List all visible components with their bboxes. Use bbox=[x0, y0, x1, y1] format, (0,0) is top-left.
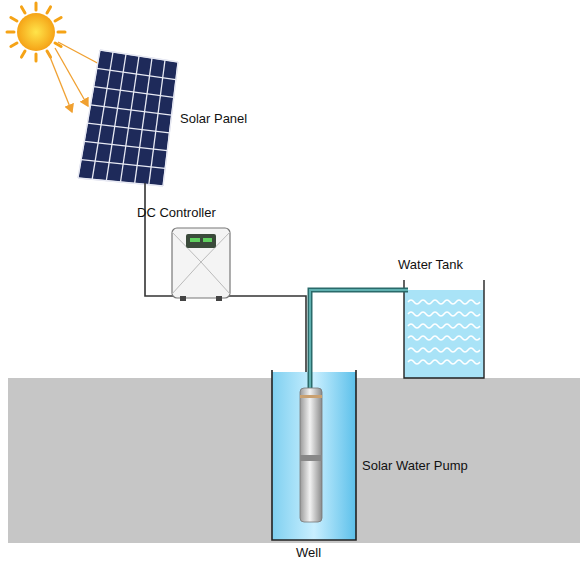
panel-grid-line bbox=[121, 56, 140, 182]
panel-grid-line bbox=[97, 68, 176, 79]
sun-ray bbox=[7, 31, 14, 34]
sun bbox=[7, 3, 65, 61]
panel-grid-line bbox=[78, 50, 100, 178]
panel-grid-line bbox=[81, 160, 165, 169]
sun-ray bbox=[58, 31, 65, 34]
panel-grid-line bbox=[163, 62, 178, 186]
solar-water-pump bbox=[300, 388, 322, 522]
sun-ray bbox=[11, 43, 17, 47]
panel-grid-line bbox=[78, 178, 163, 186]
sun-ray bbox=[35, 54, 38, 61]
panel-grid-line bbox=[149, 60, 165, 185]
well bbox=[272, 370, 356, 540]
water-wave bbox=[408, 300, 480, 304]
panel-grid-line bbox=[84, 141, 167, 150]
part-label: Solar Panel bbox=[180, 112, 247, 126]
water-wave bbox=[408, 348, 480, 352]
sun-ray bbox=[22, 7, 26, 13]
panel-grid-line bbox=[91, 105, 172, 115]
part-label: Solar Water Pump bbox=[362, 459, 468, 473]
water-wave bbox=[408, 336, 480, 340]
panel-grid-line bbox=[135, 58, 152, 183]
solar-panel bbox=[78, 50, 178, 186]
panel-grid-line bbox=[87, 123, 169, 133]
water-tank bbox=[404, 280, 484, 378]
part-label: Water Tank bbox=[398, 258, 463, 272]
wire bbox=[145, 183, 176, 296]
part-label: DC Controller bbox=[137, 206, 216, 220]
sun-ray bbox=[47, 7, 51, 13]
water-wave bbox=[408, 312, 480, 316]
sun-ray bbox=[22, 51, 26, 57]
dc-controller bbox=[172, 228, 230, 301]
sun-ray bbox=[35, 3, 38, 10]
water-wave bbox=[408, 360, 480, 364]
pipe bbox=[310, 290, 408, 392]
panel-grid-line bbox=[94, 87, 174, 98]
part-label: Well bbox=[296, 546, 321, 560]
sun-ray bbox=[11, 18, 17, 22]
water-wave bbox=[408, 324, 480, 328]
panel-grid-line bbox=[100, 50, 178, 62]
sun-ray bbox=[55, 18, 61, 22]
